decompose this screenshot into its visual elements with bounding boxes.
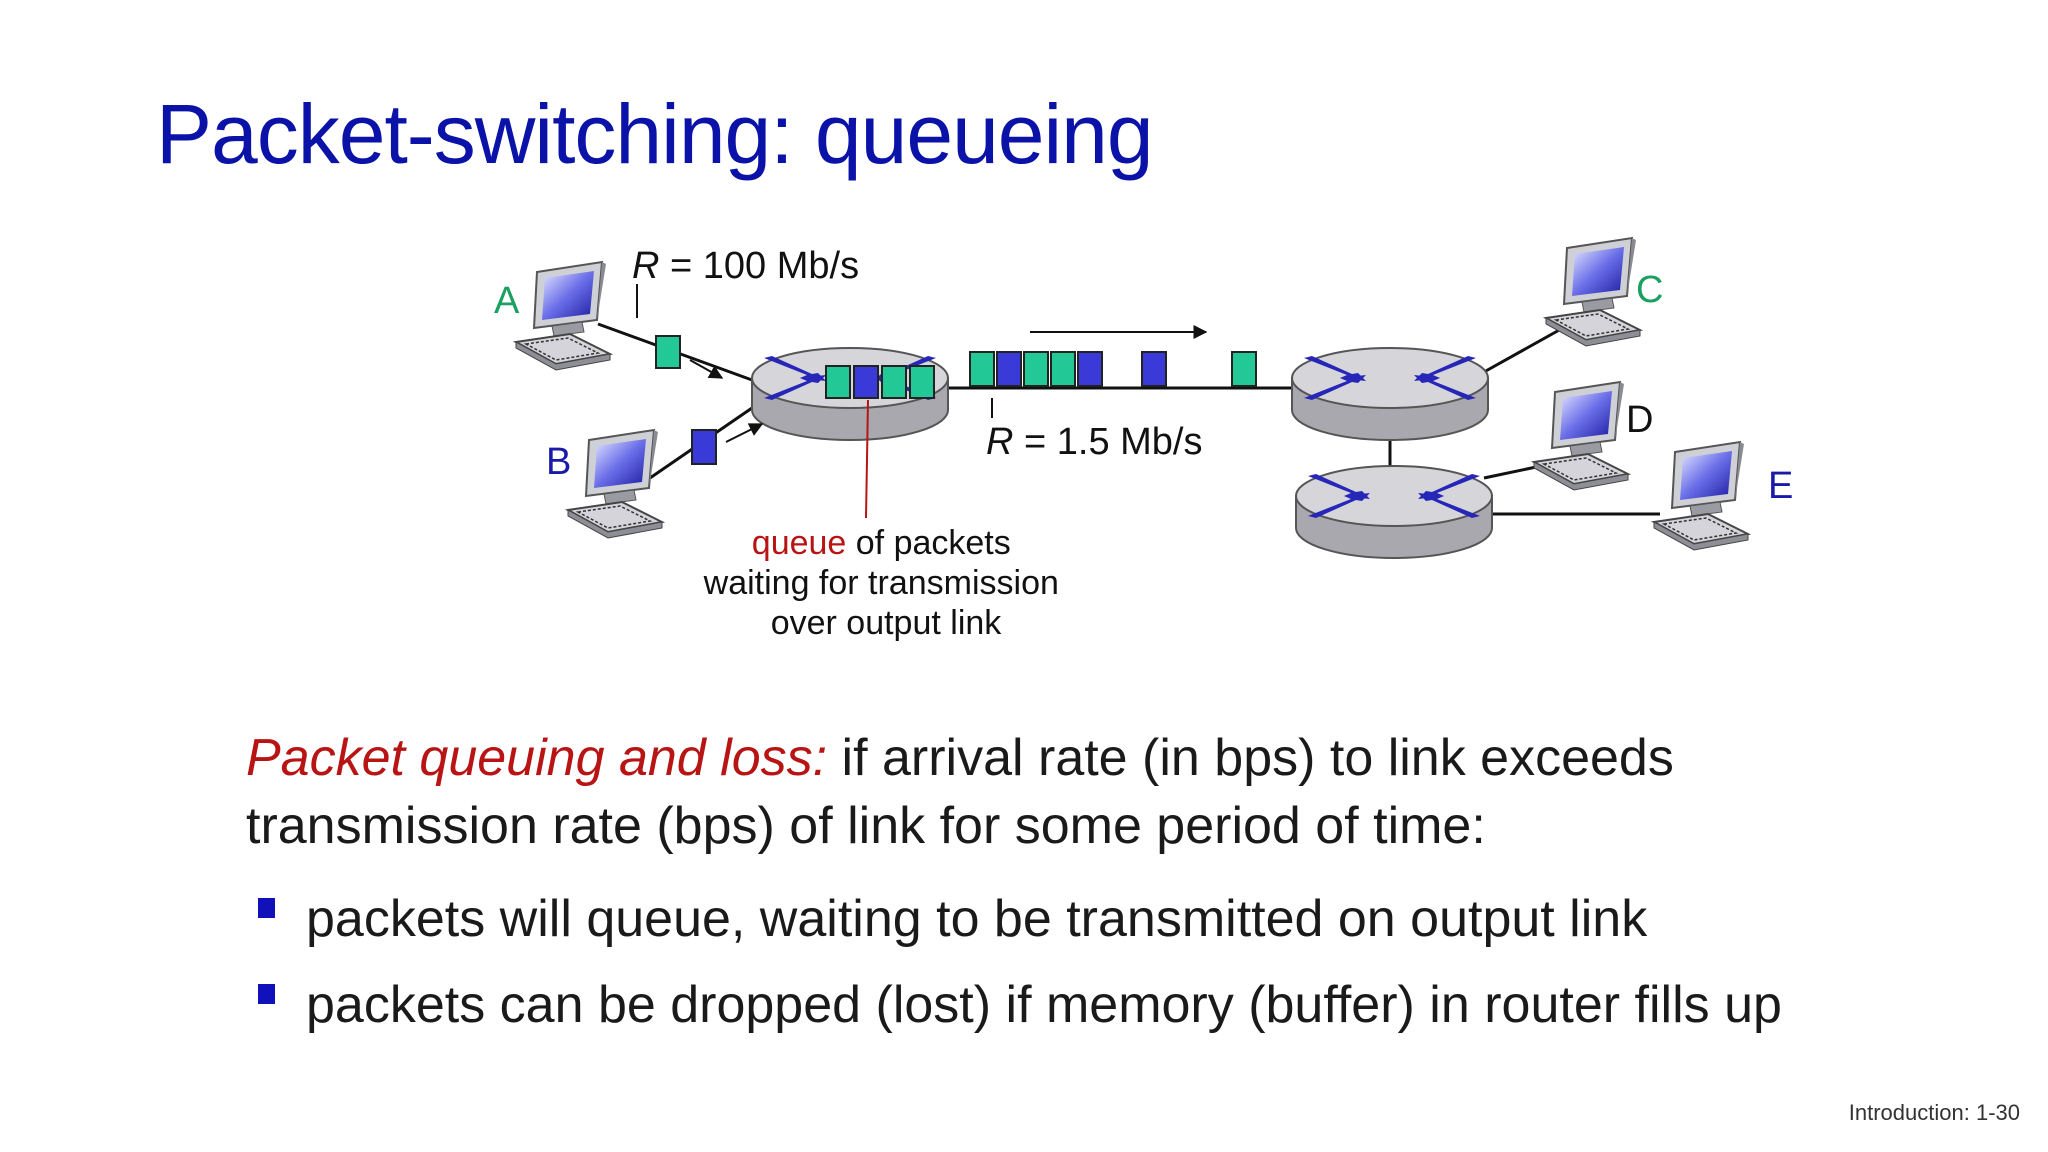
packet-output	[1141, 351, 1167, 387]
arrow-incoming-b	[725, 423, 764, 443]
bullet-text: packets can be dropped (lost) if memory …	[306, 976, 1782, 1034]
computer-icon-a	[515, 261, 611, 371]
packet-output	[1077, 351, 1103, 387]
host-label-a: A	[494, 280, 520, 322]
link-rate-in: R = 100 Mb/s	[632, 245, 859, 287]
packet-incoming-b	[691, 429, 717, 465]
computer-icon-c	[1545, 237, 1641, 347]
packet-queued	[825, 365, 851, 399]
packet-output	[969, 351, 995, 387]
arrow-incoming-a	[689, 359, 724, 379]
computer-icon-e	[1653, 441, 1749, 551]
router-icon-right-bottom	[1295, 465, 1493, 559]
link-c	[1483, 322, 1571, 374]
host-label-b: B	[546, 441, 571, 483]
queue-caption: queue of packets waiting for transmissio…	[703, 524, 1069, 642]
link-rate-in-value: = 100 Mb/s	[659, 245, 859, 287]
queue-caption-emph: queue	[752, 524, 847, 562]
intro-lead: Packet queuing and loss:	[246, 729, 828, 787]
packet-queued	[853, 365, 879, 399]
packet-output	[1023, 351, 1049, 387]
slide-title: Packet-switching: queueing	[156, 87, 1154, 181]
queue-caption-line2: waiting for transmission	[703, 564, 1059, 602]
bullet-list: packets will queue, waiting to be transm…	[246, 876, 1966, 1048]
computer-icon-b	[567, 429, 663, 539]
router-icon-right-top	[1291, 347, 1489, 441]
computer-icon-d	[1533, 381, 1629, 491]
body-text: Packet queuing and loss: if arrival rate…	[246, 724, 1966, 1048]
packet-output	[1231, 351, 1257, 387]
packet-queued	[881, 365, 907, 399]
link-rate-out-value: = 1.5 Mb/s	[1013, 421, 1202, 463]
host-label-e: E	[1768, 465, 1793, 507]
intro-rest: if arrival rate (in bps) to link exceeds…	[246, 729, 1674, 855]
packet-queued	[909, 365, 935, 399]
link-rate-out: R = 1.5 Mb/s	[986, 421, 1203, 463]
queue-caption-line3: over output link	[771, 604, 1003, 642]
square-bullet-icon	[258, 984, 275, 1004]
queue-pointer-line	[865, 399, 869, 519]
slide-footer: Introduction: 1-30	[1848, 1100, 2020, 1125]
bullet-text: packets will queue, waiting to be transm…	[306, 890, 1648, 948]
link-rate-in-var: R	[632, 245, 659, 287]
host-label-d: D	[1626, 399, 1653, 441]
queue-caption-line1-rest: of packets	[846, 524, 1010, 562]
link-rate-out-var: R	[986, 421, 1013, 463]
square-bullet-icon	[258, 898, 275, 918]
packet-incoming-a	[655, 335, 681, 369]
packet-output	[1050, 351, 1076, 387]
packet-output	[996, 351, 1022, 387]
bullet-item: packets will queue, waiting to be transm…	[258, 876, 1966, 962]
host-label-c: C	[1636, 269, 1663, 311]
bullet-item: packets can be dropped (lost) if memory …	[258, 962, 1966, 1048]
queue-caption-line1: queue of packets	[752, 524, 1011, 562]
network-diagram: A B C D E R = 100 Mb/s R = 1.5 Mb/s queu…	[494, 237, 1793, 642]
intro-paragraph: Packet queuing and loss: if arrival rate…	[246, 724, 1966, 860]
